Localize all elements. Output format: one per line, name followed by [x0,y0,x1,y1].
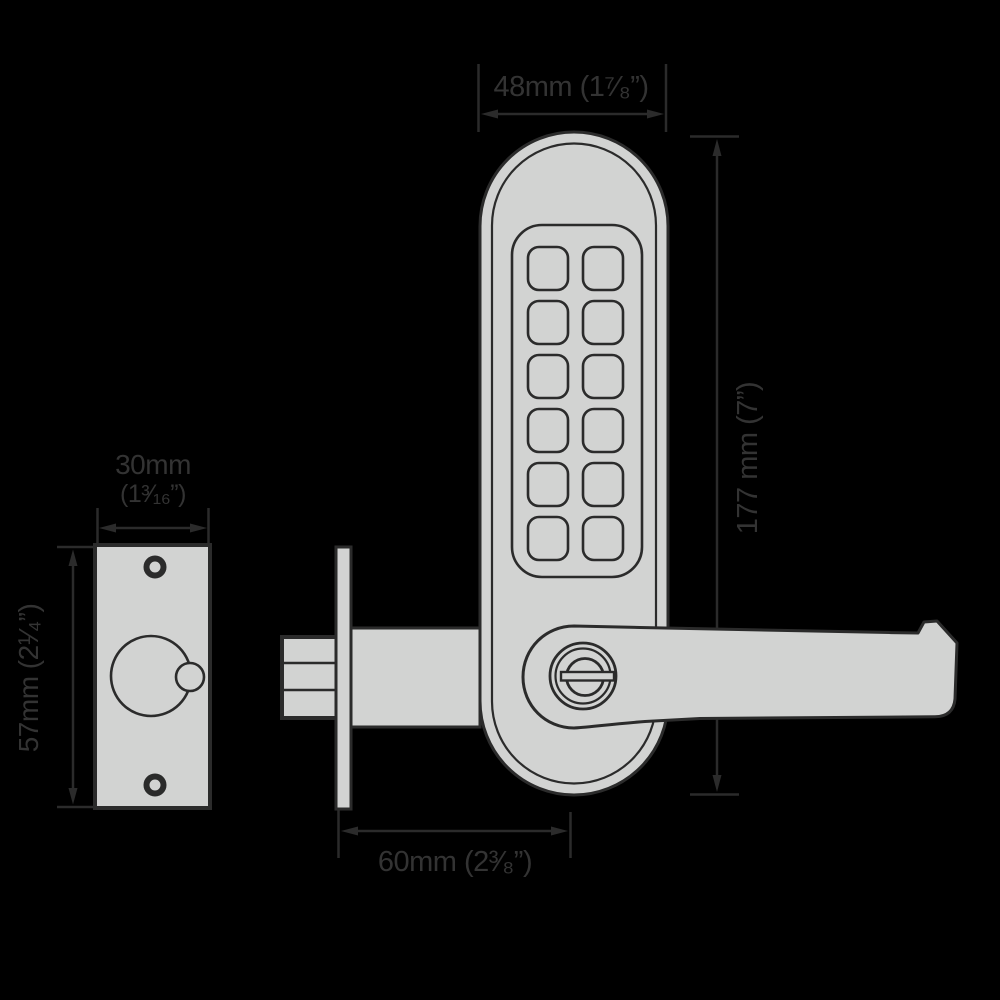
strike-plate [93,543,212,810]
dimension-lock-width: 48mm (1⁷⁄₈”) [477,64,668,132]
keypad-button [526,353,570,400]
keypad [510,223,644,579]
plate-height-label: 57mm (2¹⁄₄”) [13,604,44,753]
keypad-button [526,515,570,562]
keypad-button [581,353,625,400]
keypad-button [526,299,570,346]
keypad-button [581,515,625,562]
latch-assembly [280,545,482,811]
arrowhead-left-icon [481,109,498,119]
keypad-button [526,461,570,508]
dimension-backset: 60mm (2³⁄₈”) [337,802,572,878]
arrowhead-up-icon [68,549,78,566]
plate-width-label-metric: 30mm [115,449,191,480]
arrowhead-right-icon [190,523,207,533]
latch-barrel [349,626,482,729]
lock-width-label: 48mm (1⁷⁄₈”) [493,71,648,103]
arrowhead-right-icon [647,109,664,119]
arrowhead-up-icon [712,139,722,156]
keypad-button [526,407,570,454]
arrowhead-down-icon [68,788,78,805]
dimension-plate-width: 30mm (1³⁄₁₆”) [96,449,210,549]
spindle-hole-small [174,661,206,693]
arrowhead-left-icon [99,523,116,533]
keypad-panel [510,223,644,579]
keypad-button [581,461,625,508]
lever-arm [521,619,959,730]
backset-label: 60mm (2³⁄₈”) [378,846,532,878]
arrowhead-left-icon [341,826,358,836]
cylinder-ring-outer [548,641,618,711]
lock-height-label: 177 mm (7”) [732,382,764,534]
arrowhead-right-icon [551,826,568,836]
keypad-button [581,299,625,346]
keypad-button [526,245,570,292]
arrowhead-down-icon [712,775,722,792]
latch-bolt [280,635,339,720]
screw-hole-top [143,555,167,579]
keyhole-slot [559,670,616,682]
plate-outline [93,543,212,810]
screw-hole-bottom [143,773,167,797]
keypad-button [581,245,625,292]
lever-handle [521,619,959,730]
dimension-plate-height: 57mm (2¹⁄₄”) [13,545,94,809]
body-inner-edge [490,142,658,785]
faceplate-bar [334,545,353,811]
keypad-button [581,407,625,454]
plate-width-label-imperial: (1³⁄₁₆”) [120,480,186,508]
